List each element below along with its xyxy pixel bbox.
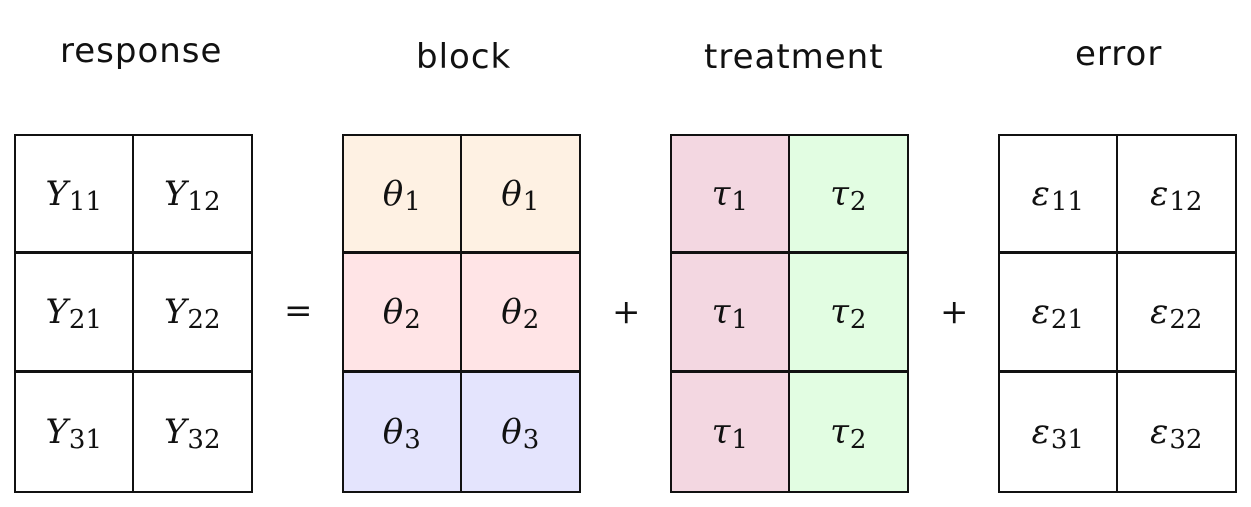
- treatment-subscript: 2: [849, 424, 867, 455]
- block-title: block: [416, 37, 512, 77]
- treatment-subscript: 1: [731, 424, 748, 455]
- block-subscript: 3: [404, 424, 421, 455]
- error-title: error: [1075, 34, 1163, 74]
- error-symbol: ε: [1031, 411, 1050, 452]
- error-subscript: 31: [1050, 424, 1084, 455]
- response-symbol: Y: [45, 291, 68, 332]
- response-symbol: Y: [163, 411, 187, 452]
- block-subscript: 3: [522, 424, 540, 455]
- error-symbol: ε: [1031, 173, 1050, 214]
- plus-sign-2: +: [940, 292, 969, 332]
- plus-sign-1: +: [612, 292, 641, 332]
- treatment-symbol: τ: [830, 411, 849, 452]
- block-symbol: θ: [501, 173, 522, 214]
- error-subscript: 21: [1050, 304, 1084, 335]
- error-symbol: ε: [1150, 291, 1169, 332]
- response-symbol: Y: [163, 173, 187, 214]
- block-symbol: θ: [382, 411, 404, 452]
- treatment-symbol: τ: [830, 173, 849, 214]
- treatment-subscript: 2: [849, 186, 867, 217]
- treatment-symbol: τ: [711, 291, 731, 332]
- treatment-symbol: τ: [711, 173, 731, 214]
- error-symbol: ε: [1031, 291, 1050, 332]
- equals-sign: =: [284, 291, 313, 331]
- response-subscript: 22: [187, 304, 221, 335]
- response-subscript: 12: [187, 186, 221, 217]
- treatment-symbol: τ: [830, 291, 849, 332]
- block-subscript: 2: [522, 304, 540, 335]
- block-symbol: θ: [382, 291, 404, 332]
- error-subscript: 22: [1169, 304, 1203, 335]
- response-symbol: Y: [45, 411, 68, 452]
- block-subscript: 1: [404, 186, 421, 217]
- response-subscript: 11: [68, 186, 103, 217]
- response-subscript: 32: [187, 424, 221, 455]
- treatment-subscript: 1: [731, 304, 748, 335]
- response-symbol: Y: [45, 173, 68, 214]
- response-title: response: [60, 31, 223, 71]
- error-symbol: ε: [1150, 173, 1169, 214]
- block-subscript: 1: [522, 186, 540, 217]
- response-subscript: 21: [68, 304, 103, 335]
- treatment-subscript: 2: [849, 304, 867, 335]
- error-subscript: 12: [1169, 186, 1203, 217]
- error-subscript: 11: [1050, 186, 1084, 217]
- block-symbol: θ: [501, 291, 522, 332]
- treatment-symbol: τ: [711, 411, 731, 452]
- block-symbol: θ: [501, 411, 522, 452]
- error-subscript: 32: [1169, 424, 1203, 455]
- treatment-subscript: 1: [731, 186, 748, 217]
- treatment-title: treatment: [704, 37, 884, 77]
- response-subscript: 31: [68, 424, 103, 455]
- block-subscript: 2: [404, 304, 421, 335]
- response-symbol: Y: [163, 291, 187, 332]
- block-symbol: θ: [382, 173, 404, 214]
- error-symbol: ε: [1150, 411, 1169, 452]
